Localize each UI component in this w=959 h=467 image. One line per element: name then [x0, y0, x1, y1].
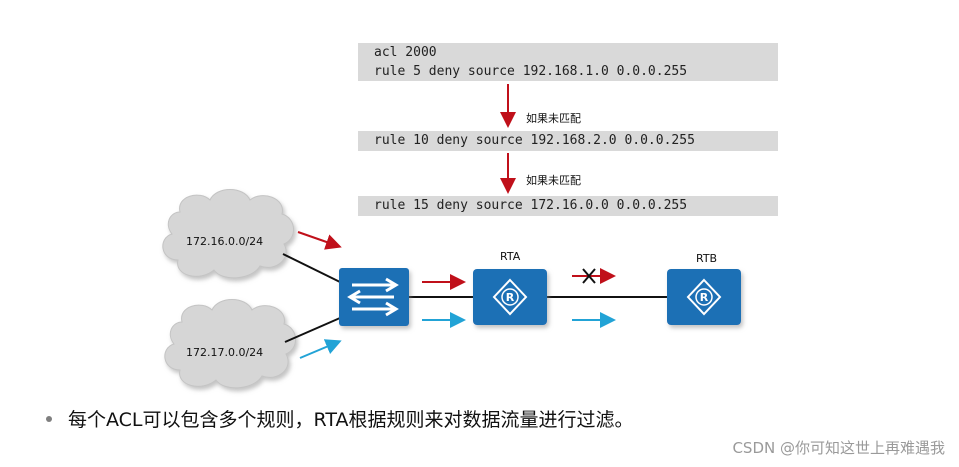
- cloud-bottom: [164, 299, 296, 389]
- acl-block-2: rule 10 deny source 192.168.2.0 0.0.0.25…: [358, 131, 778, 151]
- cloud-top-label: 172.16.0.0/24: [186, 235, 264, 248]
- link-cloud-bottom-switch: [284, 317, 341, 343]
- switch-icon: [339, 268, 409, 326]
- router-rta-icon: R: [473, 269, 547, 325]
- cloud-top: [162, 189, 294, 279]
- watermark: CSDN @你可知这世上再难遇我: [732, 439, 945, 457]
- acl-rule-5: rule 5 deny source 192.168.1.0 0.0.0.255: [374, 64, 688, 79]
- red-arrow-cloud-top: [297, 231, 342, 250]
- acl-rule-10: rule 10 deny source 192.168.2.0 0.0.0.25…: [374, 133, 695, 148]
- acl-header: acl 2000: [374, 45, 437, 60]
- bullet-text: 每个ACL可以包含多个规则，RTA根据规则来对数据流量进行过滤。: [68, 409, 634, 431]
- no-match-note-1: 如果未匹配: [526, 112, 581, 125]
- no-match-note-2: 如果未匹配: [526, 174, 581, 187]
- bullet-text-row: 每个ACL可以包含多个规则，RTA根据规则来对数据流量进行过滤。: [46, 405, 633, 432]
- router-rtb-glyph: R: [700, 291, 709, 304]
- blue-arrow-cloud-bottom: [299, 339, 342, 359]
- link-cloud-top-switch: [282, 253, 341, 283]
- router-rtb-icon: R: [667, 269, 741, 325]
- acl-block-1: acl 2000 rule 5 deny source 192.168.1.0 …: [358, 43, 778, 81]
- acl-rule-15: rule 15 deny source 172.16.0.0 0.0.0.255: [374, 198, 688, 213]
- cloud-bottom-label: 172.17.0.0/24: [186, 346, 264, 359]
- rtb-label: RTB: [696, 252, 718, 265]
- router-rta-glyph: R: [506, 291, 515, 304]
- acl-block-3: rule 15 deny source 172.16.0.0 0.0.0.255: [358, 196, 778, 216]
- rta-label: RTA: [500, 250, 521, 263]
- bullet-dot-icon: [46, 415, 52, 422]
- blocked-cross-icon: [582, 268, 596, 284]
